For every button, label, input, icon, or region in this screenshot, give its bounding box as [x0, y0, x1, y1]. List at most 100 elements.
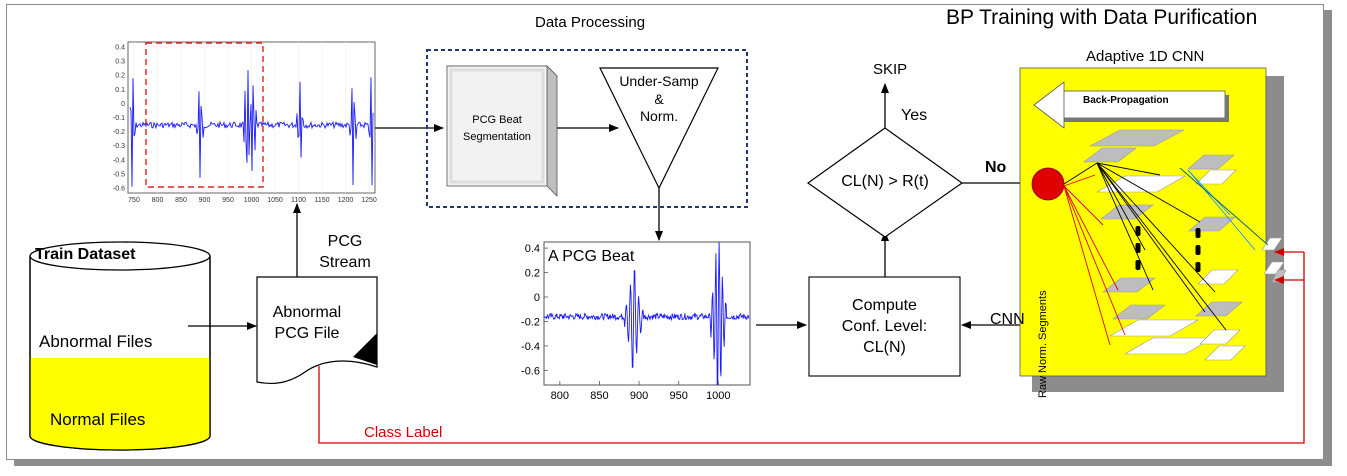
- data-processing-label: Data Processing: [535, 14, 646, 31]
- feature-map: [1112, 304, 1166, 320]
- ellipsis-dot: [1135, 260, 1141, 270]
- connection-teal: [1179, 167, 1269, 246]
- yes-label: Yes: [901, 107, 928, 124]
- feature-map: [1108, 319, 1200, 337]
- feature-map: [1102, 277, 1156, 293]
- stream-x-tick: 1000: [244, 197, 260, 204]
- connection-black: [1063, 162, 1098, 185]
- beat-x-tick: 1000: [706, 390, 730, 402]
- decision-diamond: [806, 127, 964, 238]
- beat-y-tick: 0.4: [525, 243, 540, 255]
- feature-map: [1100, 204, 1154, 220]
- connection-black: [1096, 162, 1161, 176]
- ellipsis-dot: [1195, 245, 1201, 255]
- stream-y-tick: 0.1: [115, 87, 125, 94]
- pcg-stream-label: PCG Stream: [319, 233, 371, 271]
- connection-red: [1063, 174, 1096, 187]
- train-dataset-title: Train Dataset: [35, 246, 136, 263]
- stream-x-tick: 1250: [361, 197, 377, 204]
- abnormal-files-label: Abnormal Files: [39, 332, 153, 351]
- connection-black: [1096, 162, 1206, 313]
- cnn-title: Adaptive 1D CNN: [1086, 48, 1205, 65]
- stream-x-tick: 850: [175, 197, 187, 204]
- ellipsis-dot: [1195, 228, 1201, 238]
- stream-y-tick: -0.2: [113, 129, 125, 136]
- data-processing-box: [426, 49, 748, 208]
- connection-red: [1063, 185, 1104, 226]
- stream-y-tick: -0.3: [113, 143, 125, 150]
- cnn-panel: [1019, 67, 1287, 392]
- feature-map: [1195, 301, 1243, 317]
- decision-label: CL(N) > R(t): [841, 173, 929, 190]
- stream-y-tick: 0.2: [115, 73, 125, 80]
- output-neuron: [1031, 167, 1065, 201]
- stream-y-tick: 0.4: [115, 45, 125, 52]
- connection-red: [1063, 185, 1119, 291]
- stream-x-tick: 800: [152, 197, 164, 204]
- beat-x-tick: 950: [670, 390, 688, 402]
- ellipsis-dot: [1135, 226, 1141, 236]
- beat-x-tick: 850: [590, 390, 608, 402]
- pcg-stream-plot: 0.4 0.3 0.2 0.1 0 -0.1 -0.2 -0.3 -0.4 -0.5 -0.6 75…: [113, 41, 377, 204]
- stream-y-tick: -0.4: [113, 157, 125, 164]
- pcg-beat-title: A PCG Beat: [548, 248, 635, 265]
- no-label: No: [985, 159, 1007, 176]
- stream-x-tick: 1150: [314, 197, 329, 204]
- beat-x-tick: 800: [551, 390, 569, 402]
- compute-label: Compute Conf. Level: CL(N): [841, 297, 928, 356]
- class-label-line: [318, 252, 1305, 444]
- undersamp-label: Under-Samp & Norm.: [619, 73, 699, 124]
- stream-y-tick: -0.6: [113, 186, 125, 193]
- beat-signal: [544, 241, 750, 386]
- normal-files-label: Normal Files: [50, 410, 146, 429]
- abnormal-pcg-file-label: Abnormal PCG File: [272, 304, 342, 342]
- feature-map: [1263, 261, 1285, 275]
- beat-y-tick: -0.4: [521, 341, 540, 353]
- stream-y-tick: -0.1: [113, 115, 125, 122]
- ellipsis-dot: [1135, 243, 1141, 253]
- connection-red: [1063, 185, 1126, 336]
- abnormal-pcg-file-shape: [256, 276, 378, 384]
- feature-map: [1083, 147, 1137, 163]
- stream-y-tick: -0.5: [113, 171, 125, 178]
- raw-segments-label: Raw Norm. Segments: [1037, 290, 1049, 398]
- stream-y-tick: 0: [121, 101, 125, 108]
- stream-x-tick: 750: [128, 197, 140, 204]
- beat-x-tick: 900: [630, 390, 648, 402]
- connection-black: [1096, 162, 1216, 293]
- stream-x-tick: 1050: [267, 197, 283, 204]
- feature-map: [1089, 129, 1185, 147]
- feature-map: [1197, 269, 1239, 285]
- connection-black: [1096, 162, 1227, 331]
- feature-map: [1095, 175, 1187, 193]
- backprop-label: Back-Propagation: [1083, 95, 1169, 106]
- skip-label: SKIP: [873, 61, 908, 78]
- connection-blue: [1187, 169, 1231, 216]
- cnn-label: CNN: [990, 311, 1025, 328]
- backprop-arrow: [1033, 81, 1229, 129]
- segmentation-label: PCG Beat Segmentation: [463, 114, 531, 143]
- feature-map: [1187, 154, 1235, 170]
- beat-y-tick: 0.2: [525, 268, 540, 280]
- segmentation-block: [446, 65, 558, 197]
- feature-map: [1261, 237, 1283, 251]
- stream-x-tick: 1100: [291, 197, 306, 204]
- class-label: Class Label: [364, 424, 443, 441]
- feature-map: [1195, 169, 1237, 185]
- stream-x-tick: 950: [222, 197, 234, 204]
- stream-x-tick: 1200: [338, 197, 354, 204]
- connection-black: [1096, 162, 1154, 291]
- undersamp-triangle: [599, 67, 719, 190]
- diagram-title: BP Training with Data Purification: [946, 6, 1258, 29]
- beat-y-tick: 0: [534, 292, 540, 304]
- train-dataset-cylinder: [29, 241, 211, 451]
- stream-x-tick: 900: [199, 197, 211, 204]
- feature-map: [1204, 345, 1246, 361]
- stream-signal: [129, 70, 374, 187]
- stream-y-tick: 0.3: [115, 59, 125, 66]
- compute-box: [808, 276, 961, 377]
- ellipsis-dot: [1195, 262, 1201, 272]
- beat-y-tick: -0.6: [521, 365, 540, 377]
